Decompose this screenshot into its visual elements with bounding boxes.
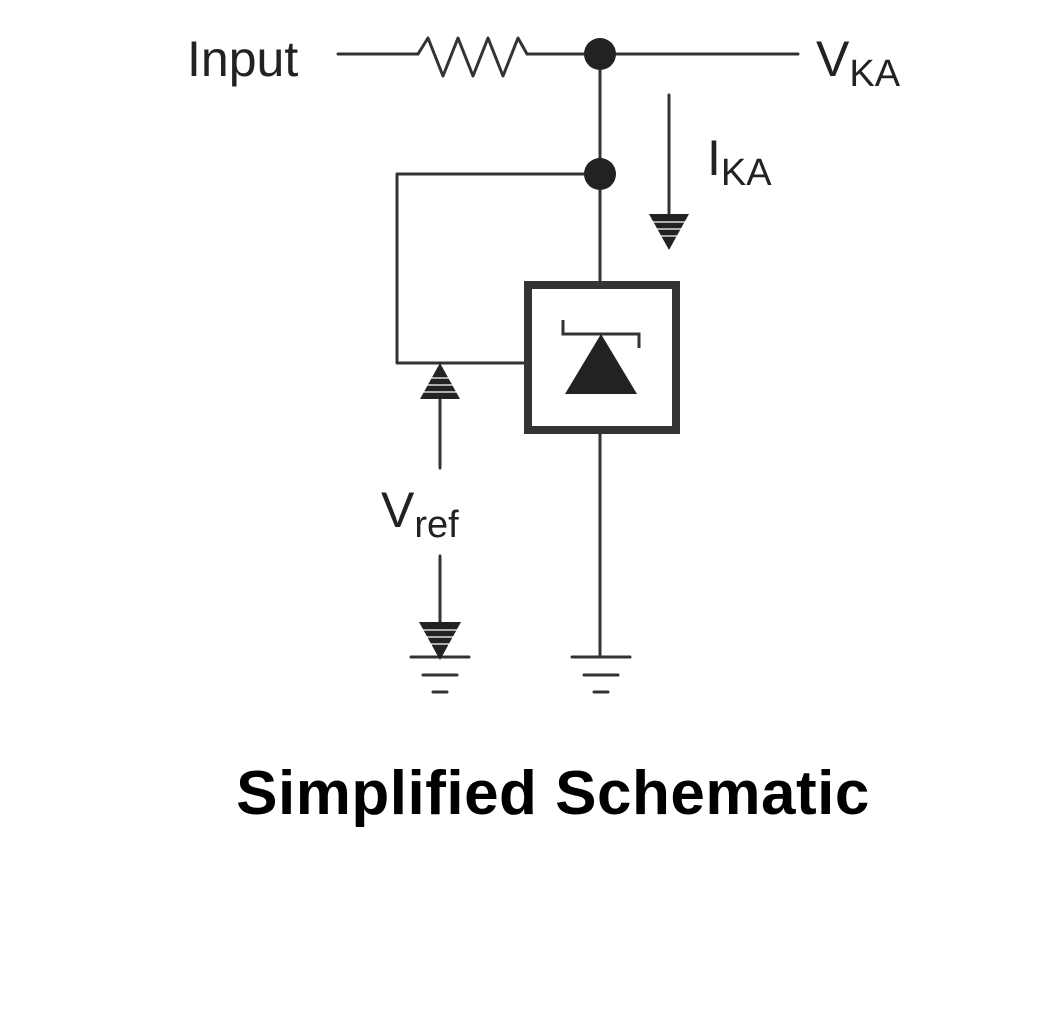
vka-label-main: V xyxy=(816,31,850,87)
ika-label-main: I xyxy=(707,130,721,186)
junction-node-top xyxy=(584,38,616,70)
vka-label-subscript: KA xyxy=(849,53,900,95)
vka-label: VKA xyxy=(816,31,901,95)
zener-diode-triangle xyxy=(565,334,637,394)
resistor xyxy=(416,36,529,78)
regulator-box xyxy=(524,281,680,434)
ika-arrow-head xyxy=(649,214,689,250)
schematic-caption: Simplified Schematic xyxy=(236,759,870,828)
ika-label: IKA xyxy=(707,130,772,194)
vref-arrow-head-up xyxy=(420,363,460,399)
ground-symbol-main xyxy=(570,655,632,694)
ika-label-subscript: KA xyxy=(721,152,772,194)
vref-label: Vref xyxy=(381,482,459,546)
ground-symbol-ref xyxy=(409,655,471,694)
vref-label-subscript: ref xyxy=(414,504,459,546)
reference-feedback-wire xyxy=(395,172,602,365)
vref-label-main: V xyxy=(381,482,415,538)
junction-node-feedback xyxy=(584,158,616,190)
input-label: Input xyxy=(187,31,298,87)
vref-arrow-head-down xyxy=(419,622,461,660)
